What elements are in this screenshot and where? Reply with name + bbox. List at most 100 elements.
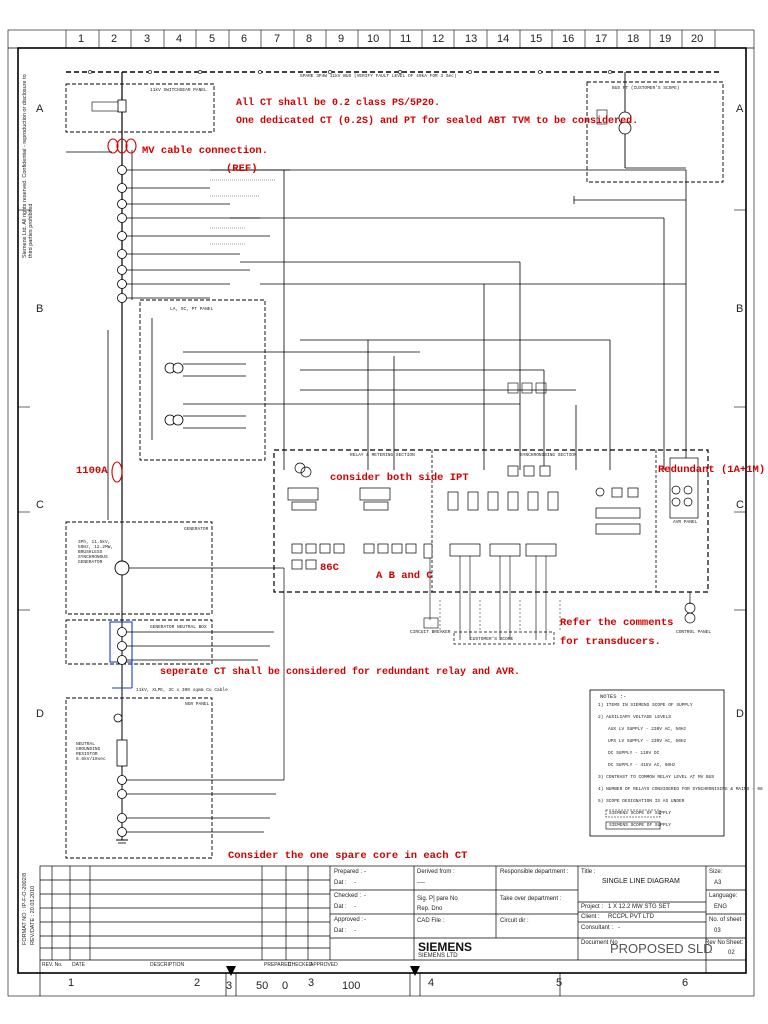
annotation-transducers-2: for transducers.: [560, 636, 661, 648]
rev-col-checked: CHECKED: [288, 962, 313, 968]
column-18-label: 18: [627, 33, 640, 45]
annotation-transducers-1: Refer the comments: [560, 617, 674, 629]
approved-value: -: [364, 917, 366, 923]
ngr-panel-box: [65, 697, 213, 859]
rev-col-description: DESCRIPTION: [150, 962, 185, 968]
annotation-1100a: 1100A: [76, 465, 108, 477]
column-15-label: 15: [530, 33, 543, 45]
note-3: 3) CONTRAST TO COMMON RELAY LEVEL AT MV …: [598, 775, 715, 780]
relay-metering-section-box: [273, 449, 709, 593]
row-b-left: B: [36, 303, 44, 315]
ruler-4: 4: [428, 977, 435, 989]
switchgear-panel-box: [65, 83, 215, 133]
column-12-label: 12: [432, 33, 445, 45]
switchgear-panel-label: 11kV SWITCHGEAR PANEL: [150, 88, 207, 93]
column-6-label: 6: [241, 33, 248, 45]
column-16-label: 16: [562, 33, 575, 45]
note-2b: UPS LV SUPPLY - 230V AC, 50Hz: [608, 739, 687, 744]
annotation-ab-c: A B and C: [376, 570, 433, 582]
mv-cable-loops: [107, 138, 137, 483]
annotation-dedicated-ct: One dedicated CT (0.2S) and PT for seale…: [236, 116, 639, 127]
circuit-label: Circuit dir :: [500, 918, 529, 924]
language-value: ENG: [714, 904, 728, 910]
column-14-label: 14: [497, 33, 510, 45]
ngr-spec: NEUTRAL GROUNDING RESISTOR 6.6kV/10sec: [76, 742, 106, 762]
title-block-grid: [39, 865, 747, 974]
column-19-label: 19: [659, 33, 672, 45]
ngr-resistor: [116, 739, 128, 767]
column-17-label: 17: [595, 33, 608, 45]
generator-neutral-box: [65, 619, 213, 665]
title-label: Title :: [581, 869, 596, 875]
generator-spec: 3Ph, 11.5kV, 50Hz, 12.2MW, BRUSHLESS SYN…: [78, 540, 114, 565]
row-c-left: C: [36, 499, 44, 511]
sig-label: Sig. P] pare No: [417, 896, 458, 902]
note-5b: SIEMENS SCOPE OF SUPPLY: [609, 823, 672, 828]
annotation-ref: (REF): [226, 163, 258, 175]
checked-date-value: -: [354, 904, 356, 910]
rev-col-no: REV. No.: [42, 962, 63, 968]
revision-date: REV/DATE : 20.03.2010: [30, 885, 36, 945]
checked-value: -: [364, 893, 366, 899]
document-label: Document No: [581, 940, 618, 946]
note-2: 2) AUXILIARY VOLTAGE LEVELS: [598, 715, 671, 720]
consultant-value: -: [618, 925, 620, 931]
ct-stack-upper: [117, 165, 127, 303]
synchronising-label: SYNCHRONISING SECTION: [520, 453, 577, 458]
note-4: 4) NUMBER OF RELAYS CONSIDERED FOR SYNCH…: [598, 787, 763, 792]
ngr-panel-label: NGR PANEL: [185, 702, 210, 707]
sheet-value: 02: [728, 950, 735, 956]
column-10-label: 10: [367, 33, 380, 45]
notes-box: [589, 689, 725, 837]
la-sc-pt-panel-label: LA, SC, PT PANEL: [170, 307, 214, 312]
checked-date-label: Dat :: [334, 904, 347, 910]
control-panel-label: CONTROL PANEL: [676, 630, 712, 635]
rev-col-prepared: PREPARED: [264, 962, 292, 968]
row-d-left: D: [36, 708, 44, 720]
annotation-separate-ct: seperate CT shall be considered for redu…: [160, 667, 521, 678]
note-1: 1) ITEMS IN SIEMENS SCOPE OF SUPPLY: [598, 703, 693, 708]
row-b-right: B: [736, 303, 744, 315]
column-3-label: 3: [144, 33, 151, 45]
checked-label: Checked :: [334, 893, 362, 899]
ruler-6: 6: [682, 977, 689, 989]
annotation-mv-cable: MV cable connection.: [142, 145, 269, 157]
annotation-86c: 86C: [320, 562, 339, 574]
annotation-ct-class: All CT shall be 0.2 class PS/5P20.: [236, 98, 441, 109]
sheets-value: 03: [714, 928, 721, 934]
avr-panel-label: AVR PANEL: [673, 520, 698, 525]
column-8-label: 8: [306, 33, 313, 45]
project-label: Project :: [581, 904, 604, 910]
busbar-label: SPARE 3P4W 11kV BUS (VERIFY FAULT LEVEL …: [300, 74, 457, 79]
note-2d: DC SUPPLY - 415V AC, 50Hz: [608, 763, 676, 768]
language-label: Language:: [709, 893, 738, 899]
format-number: FORMAT NO : IP-F-O-2002/8: [22, 872, 28, 945]
sheets-label: No. of sheet: [709, 917, 742, 923]
generator-label: GENERATOR: [184, 527, 209, 532]
rev-label: Rev No: [705, 940, 726, 946]
column-1-label: 1: [78, 33, 85, 45]
note-2a: AUX LV SUPPLY - 230V AC, 50Hz: [608, 727, 687, 732]
bottom-scale-ruler: [30, 972, 746, 996]
row-c-right: C: [736, 499, 744, 511]
column-13-label: 13: [465, 33, 478, 45]
column-9-label: 9: [338, 33, 345, 45]
relay-devices: [287, 457, 699, 570]
responsible-label: Responsible department :: [500, 869, 569, 875]
ruler-0: 0: [282, 980, 289, 992]
outer-border: [7, 29, 755, 997]
row-a-right: A: [736, 103, 744, 115]
annotation-spare-core: Consider the one spare core in each CT: [228, 850, 468, 862]
note-2c: DC SUPPLY - 110V DC: [608, 751, 660, 756]
ruler-2: 2: [194, 977, 201, 989]
ruler-1: 1: [68, 977, 75, 989]
document-number: PROPOSED SLD: [610, 941, 713, 956]
prepared-label: Prepared :: [334, 869, 363, 875]
ruler-50: 50: [256, 980, 269, 992]
client-label: Client :: [581, 914, 600, 920]
ruler-5: 5: [556, 977, 563, 989]
other-dept-label: Take over department :: [500, 896, 562, 902]
relay-metering-label: RELAY & METERING SECTION: [350, 453, 415, 458]
column-11-label: 11: [400, 33, 412, 45]
